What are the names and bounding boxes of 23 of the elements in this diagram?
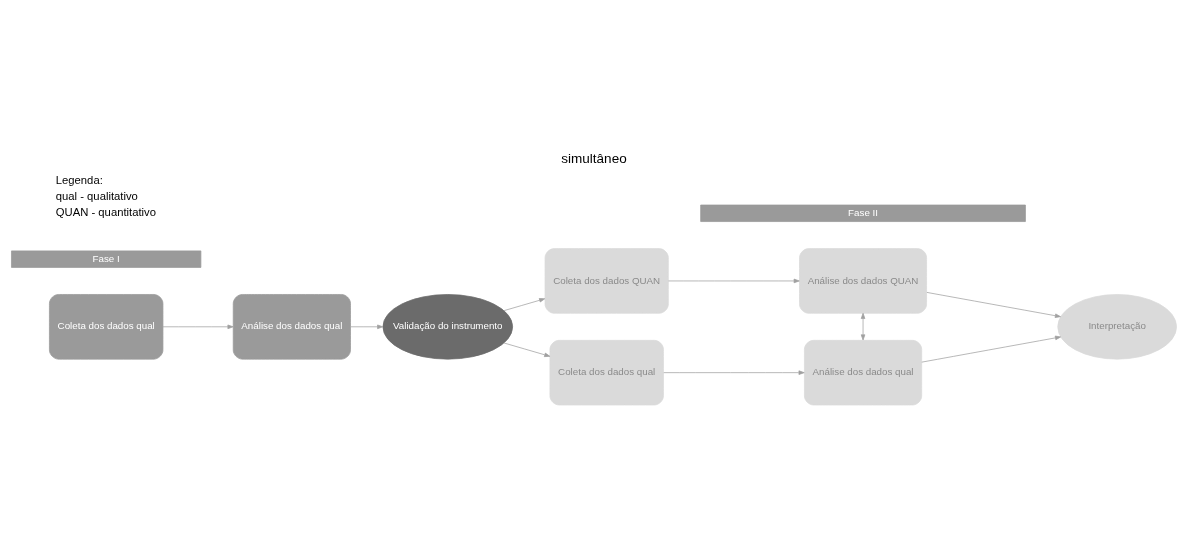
node-box: Análise dos dados qual bbox=[232, 294, 351, 360]
node-box: Fase II bbox=[700, 204, 1026, 222]
arrow bbox=[503, 298, 546, 311]
arrow bbox=[860, 312, 866, 341]
arrow bbox=[503, 342, 551, 357]
arrow bbox=[350, 324, 384, 330]
node-ellipse: Interpretação bbox=[1057, 294, 1177, 360]
arrow bbox=[668, 278, 800, 284]
node-box: Fase I bbox=[11, 250, 202, 268]
node-box: Análise dos dados qual bbox=[804, 339, 923, 406]
node-box: Coleta dos dados QUAN bbox=[544, 248, 669, 314]
arrow bbox=[921, 335, 1062, 363]
arrow bbox=[162, 324, 234, 330]
arrow bbox=[926, 292, 1061, 318]
node-ellipse: Validação do instrumento bbox=[382, 294, 513, 360]
diagram-title: simultâneo bbox=[561, 150, 627, 166]
node-box: Análise dos dados QUAN bbox=[799, 248, 927, 314]
label: Legenda: bbox=[55, 173, 103, 186]
node-box: Coleta dos dados qual bbox=[49, 294, 164, 360]
node-box: Coleta dos dados qual bbox=[549, 339, 664, 406]
arrow bbox=[663, 370, 805, 375]
label: QUAN - quantitativo bbox=[55, 205, 156, 218]
label: qual - qualitativo bbox=[55, 189, 138, 202]
